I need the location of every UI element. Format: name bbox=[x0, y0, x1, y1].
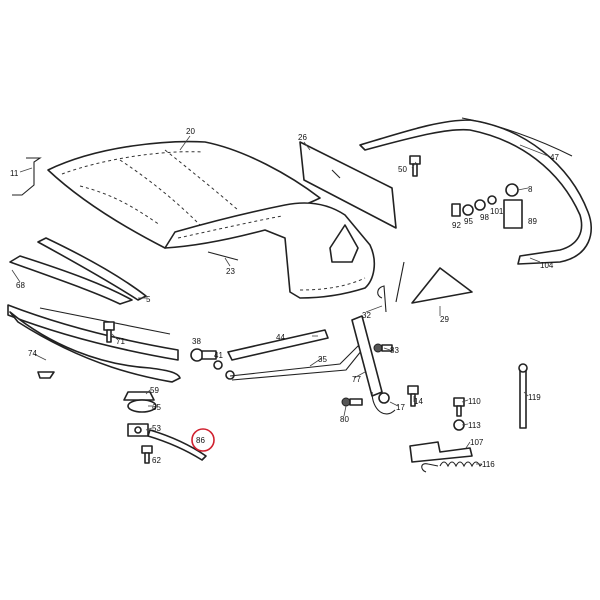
pivot-53[interactable] bbox=[127, 423, 149, 437]
callout-23: 23 bbox=[226, 267, 235, 276]
callout-116: 116 bbox=[482, 460, 495, 469]
callout-101: 101 bbox=[490, 207, 504, 216]
bolt-110[interactable] bbox=[453, 397, 465, 417]
screw-62[interactable] bbox=[141, 445, 153, 464]
front-bow-frame[interactable] bbox=[7, 237, 181, 383]
rear-window[interactable] bbox=[299, 141, 397, 229]
clip-74[interactable] bbox=[37, 371, 55, 379]
callout-14: 14 bbox=[414, 397, 423, 406]
screw-80[interactable] bbox=[341, 397, 363, 407]
callout-labels: 20 26 47 11 50 8 92 95 98 101 89 23 104 … bbox=[10, 127, 559, 469]
callout-77: 77 bbox=[352, 375, 361, 384]
callout-89: 89 bbox=[528, 217, 537, 226]
washer-set[interactable] bbox=[451, 195, 497, 217]
callout-17: 17 bbox=[396, 403, 405, 412]
latch-hook[interactable] bbox=[12, 157, 42, 196]
screw-83[interactable] bbox=[373, 343, 393, 353]
bolt-50[interactable] bbox=[409, 155, 421, 177]
callout-32: 32 bbox=[362, 311, 371, 320]
washer-41[interactable] bbox=[213, 360, 223, 370]
callout-8: 8 bbox=[528, 185, 533, 194]
callout-113: 113 bbox=[468, 421, 481, 430]
bolt-14[interactable] bbox=[407, 385, 419, 407]
callout-95: 95 bbox=[464, 217, 473, 226]
soft-top-fabric[interactable] bbox=[47, 140, 376, 299]
callout-71: 71 bbox=[116, 337, 125, 346]
callout-53: 53 bbox=[152, 424, 161, 433]
callout-35: 35 bbox=[318, 355, 327, 364]
callout-80: 80 bbox=[340, 415, 349, 424]
callout-62: 62 bbox=[152, 456, 161, 465]
tension-spring-116[interactable] bbox=[421, 461, 483, 473]
pin-rod[interactable] bbox=[395, 261, 405, 303]
screw-71[interactable] bbox=[103, 321, 115, 343]
callout-107: 107 bbox=[470, 438, 484, 447]
hook-bracket[interactable] bbox=[377, 285, 387, 313]
callout-26: 26 bbox=[298, 133, 307, 142]
callout-119: 119 bbox=[528, 393, 541, 402]
side-weatherstrip-rail[interactable] bbox=[359, 117, 592, 265]
trim-strip[interactable] bbox=[207, 251, 239, 261]
callout-104: 104 bbox=[540, 261, 554, 270]
leader-lines bbox=[11, 135, 549, 465]
callout-41: 41 bbox=[214, 351, 223, 360]
plate-107[interactable] bbox=[409, 441, 473, 463]
spring-bar-44[interactable] bbox=[227, 329, 329, 361]
strut-77[interactable] bbox=[351, 315, 396, 415]
callout-92: 92 bbox=[452, 221, 461, 230]
callout-20: 20 bbox=[186, 127, 195, 136]
callout-74: 74 bbox=[28, 349, 37, 358]
callout-50: 50 bbox=[398, 165, 407, 174]
callout-110: 110 bbox=[468, 397, 481, 406]
callout-98: 98 bbox=[480, 213, 489, 222]
highlight-ring-86 bbox=[191, 428, 215, 452]
tension-bar-86[interactable] bbox=[147, 429, 207, 461]
callout-68: 68 bbox=[16, 281, 25, 290]
rod-119[interactable] bbox=[518, 363, 528, 429]
nut-17[interactable] bbox=[378, 392, 390, 404]
callout-38: 38 bbox=[192, 337, 201, 346]
callout-86: 86 bbox=[196, 436, 205, 445]
latch-bracket-8[interactable] bbox=[503, 183, 523, 229]
callout-5: 5 bbox=[146, 295, 151, 304]
callout-65: 65 bbox=[152, 403, 161, 412]
callout-59: 59 bbox=[150, 386, 159, 395]
callout-47: 47 bbox=[550, 153, 559, 162]
bracket-65[interactable] bbox=[127, 399, 157, 413]
quarter-window[interactable] bbox=[411, 267, 473, 304]
bushing-detail[interactable] bbox=[225, 370, 235, 380]
callout-83: 83 bbox=[390, 346, 399, 355]
bolt-38[interactable] bbox=[190, 348, 217, 362]
callout-11: 11 bbox=[10, 169, 19, 178]
callout-29: 29 bbox=[440, 315, 449, 324]
callout-44: 44 bbox=[276, 333, 285, 342]
